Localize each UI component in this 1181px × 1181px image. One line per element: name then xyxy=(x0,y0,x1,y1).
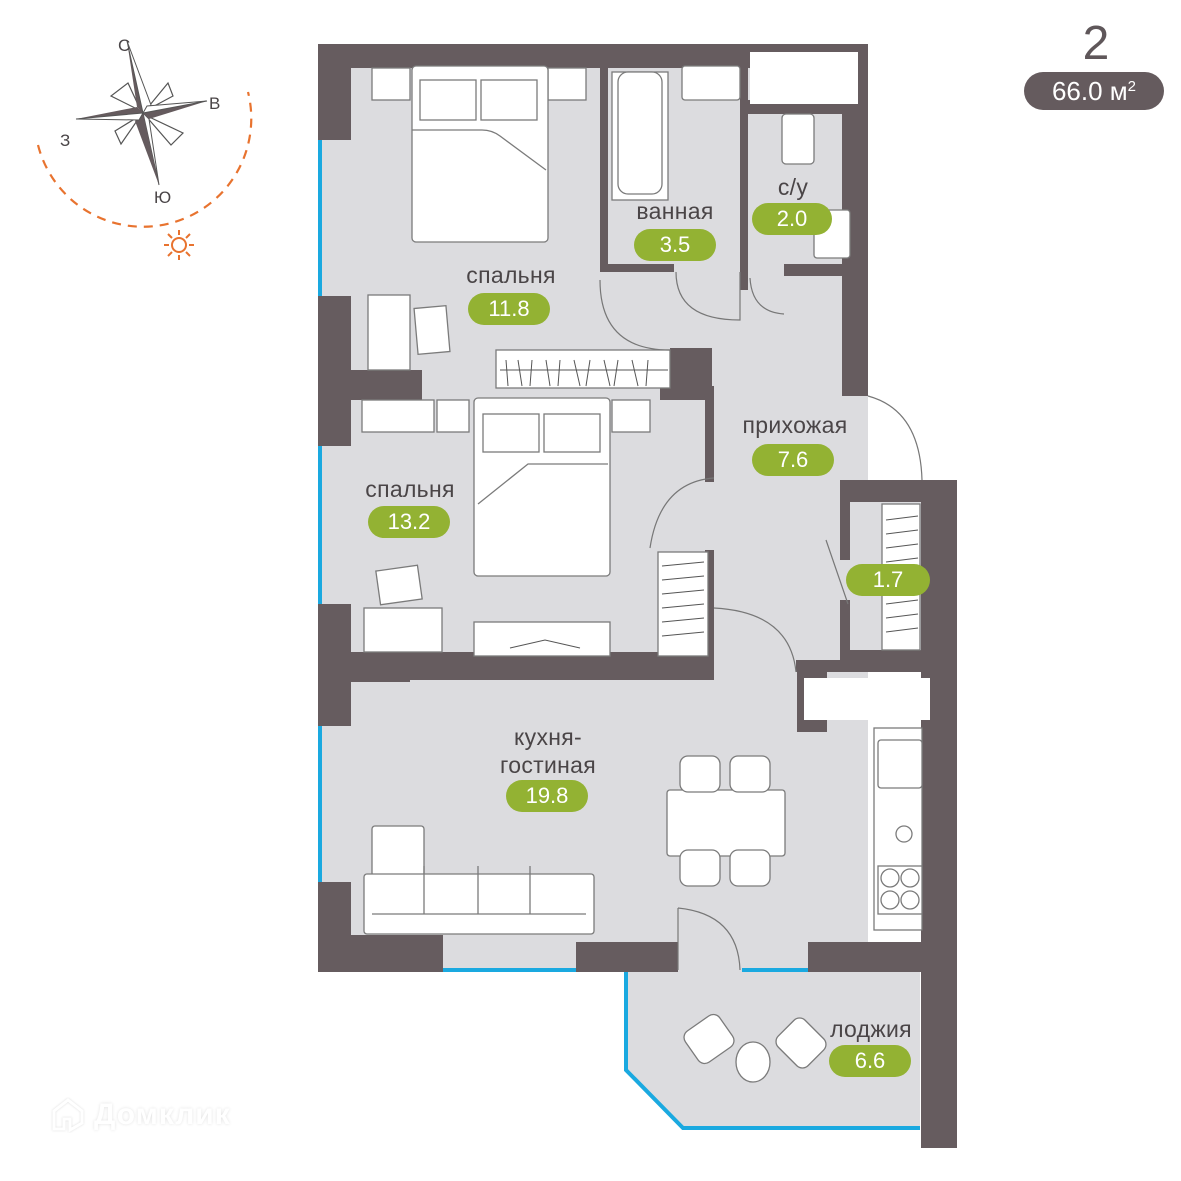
area-badge-hallway: 7.6 xyxy=(752,444,834,476)
area-badge-kitchen-living: 19.8 xyxy=(506,780,588,812)
area-badge-bedroom-2: 13.2 xyxy=(368,506,450,538)
house-logo-icon xyxy=(52,1098,84,1133)
room-label-bathroom: ванная xyxy=(636,198,714,224)
watermark-text: Домклик xyxy=(94,1098,231,1131)
total-area-badge: 66.0 м2 xyxy=(1024,72,1164,110)
total-area-unit-sup: 2 xyxy=(1127,78,1137,95)
area-badge-storage: 1.7 xyxy=(846,564,930,596)
room-label-hallway: прихожая xyxy=(742,412,848,438)
room-label-loggia: лоджия xyxy=(830,1016,912,1042)
windows xyxy=(318,140,920,1130)
walls xyxy=(318,44,957,1148)
area-badge-bathroom: 3.5 xyxy=(634,229,716,261)
rooms-count: 2 xyxy=(1082,17,1110,70)
compass-south-label: Ю xyxy=(154,188,172,207)
room-label-bedroom-2: спальня xyxy=(365,476,455,502)
room-label-kitchen-living-line1: кухня- xyxy=(514,724,582,750)
area-badge-wc: 2.0 xyxy=(752,203,832,235)
area-badge-loggia: 6.6 xyxy=(829,1045,911,1077)
sun-icon xyxy=(164,230,194,260)
furniture xyxy=(361,52,930,1083)
compass-east-label: В xyxy=(209,94,221,113)
area-badge-bedroom-1: 11.8 xyxy=(468,293,550,325)
total-area-value: 66.0 м xyxy=(1051,76,1128,106)
room-label-wc: с/у xyxy=(777,174,809,200)
room-label-kitchen-living-line2: гостиная xyxy=(500,752,596,778)
domclick-watermark: Домклик xyxy=(50,1097,231,1133)
compass-north-label: С xyxy=(118,36,131,55)
compass-west-label: З xyxy=(60,131,71,150)
door-swings xyxy=(599,271,923,971)
compass-rose-icon xyxy=(36,40,253,260)
room-label-bedroom-1: спальня xyxy=(466,262,556,288)
